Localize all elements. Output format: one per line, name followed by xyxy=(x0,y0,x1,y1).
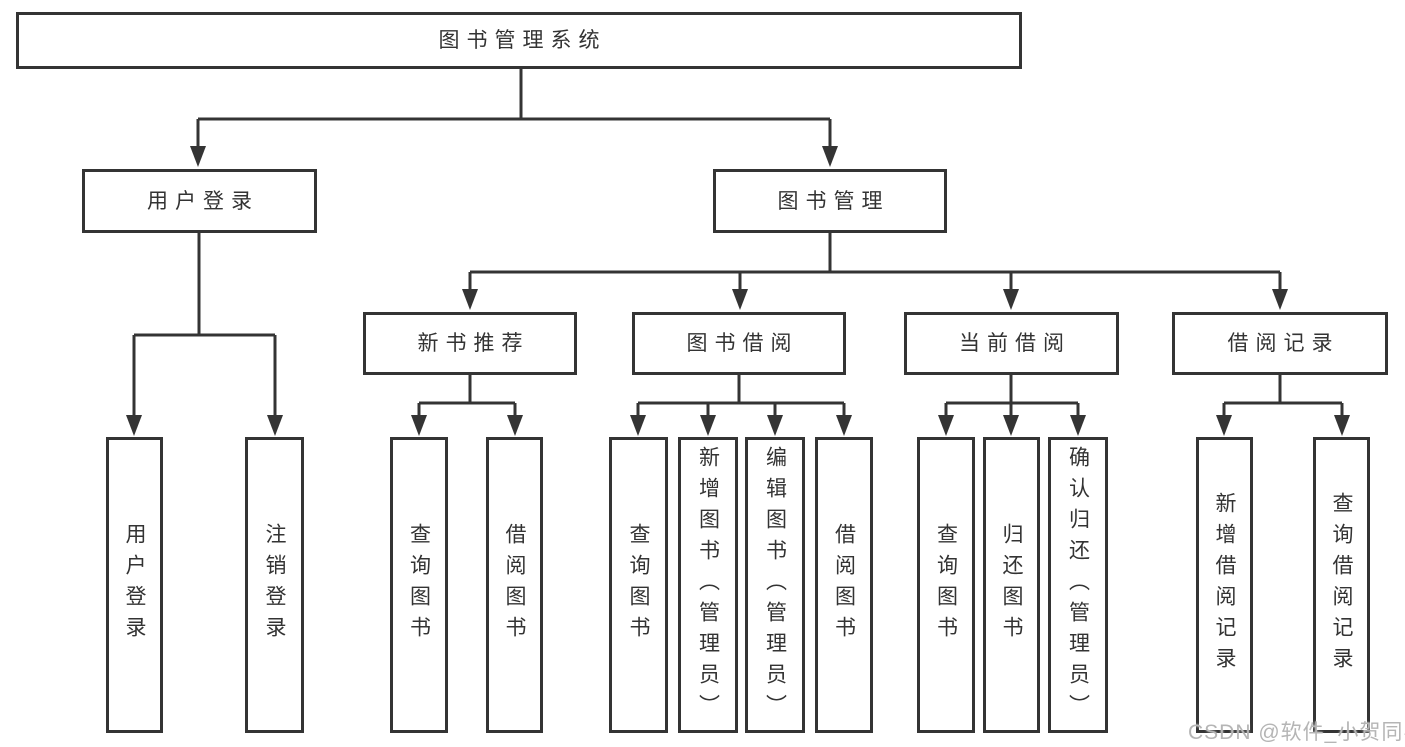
leaf-br-query-record-label: 查询借阅记录 xyxy=(1330,492,1353,678)
node-new-book-recommend: 新书推荐 xyxy=(363,312,577,375)
leaf-cb-confirm-return-admin: 确认归还（管理员） xyxy=(1048,437,1108,733)
leaf-nbr-query-books-label: 查询图书 xyxy=(407,523,431,647)
leaf-bb-query-books-label: 查询图书 xyxy=(627,523,650,647)
leaf-br-add-record: 新增借阅记录 xyxy=(1196,437,1253,733)
csdn-watermark: CSDN @软件_小贺同学 xyxy=(1188,721,1405,744)
leaf-cb-return-books-label: 归还图书 xyxy=(1000,523,1023,647)
node-new-book-recommend-label: 新书推荐 xyxy=(417,332,530,355)
leaf-cb-return-books: 归还图书 xyxy=(983,437,1040,733)
leaf-logout: 注销登录 xyxy=(245,437,304,733)
node-user-login: 用户登录 xyxy=(82,169,317,233)
leaf-cb-query-books-label: 查询图书 xyxy=(934,523,958,647)
leaf-bb-add-book-admin: 新增图书（管理员） xyxy=(678,437,738,733)
leaf-nbr-borrow-books-label: 借阅图书 xyxy=(503,523,526,647)
leaf-bb-edit-book-admin-label: 编辑图书（管理员） xyxy=(763,445,787,725)
node-book-management: 图书管理 xyxy=(713,169,947,233)
node-borrow-records-label: 借阅记录 xyxy=(1227,332,1340,355)
leaf-logout-label: 注销登录 xyxy=(263,523,286,647)
arrowheads xyxy=(126,146,1350,436)
node-book-borrow: 图书借阅 xyxy=(632,312,846,375)
leaf-br-add-record-label: 新增借阅记录 xyxy=(1213,492,1236,678)
leaf-cb-query-books: 查询图书 xyxy=(917,437,975,733)
node-user-login-label: 用户登录 xyxy=(147,189,259,213)
leaf-bb-query-books: 查询图书 xyxy=(609,437,668,733)
leaf-bb-borrow-books: 借阅图书 xyxy=(815,437,873,733)
leaf-bb-add-book-admin-label: 新增图书（管理员） xyxy=(696,445,720,725)
node-root: 图书管理系统 xyxy=(16,12,1022,69)
node-current-borrow-label: 当前借阅 xyxy=(959,332,1071,355)
node-book-management-label: 图书管理 xyxy=(777,189,890,213)
node-borrow-records: 借阅记录 xyxy=(1172,312,1388,375)
leaf-user-login: 用户登录 xyxy=(106,437,163,733)
node-book-borrow-label: 图书借阅 xyxy=(686,332,799,355)
leaf-br-query-record: 查询借阅记录 xyxy=(1313,437,1370,733)
node-current-borrow: 当前借阅 xyxy=(904,312,1119,375)
leaf-nbr-query-books: 查询图书 xyxy=(390,437,448,733)
leaf-nbr-borrow-books: 借阅图书 xyxy=(486,437,543,733)
leaf-user-login-label: 用户登录 xyxy=(123,523,146,647)
leaf-bb-borrow-books-label: 借阅图书 xyxy=(832,523,856,647)
leaf-bb-edit-book-admin: 编辑图书（管理员） xyxy=(745,437,805,733)
leaf-cb-confirm-return-admin-label: 确认归还（管理员） xyxy=(1066,445,1090,725)
node-root-label: 图书管理系统 xyxy=(438,29,607,52)
